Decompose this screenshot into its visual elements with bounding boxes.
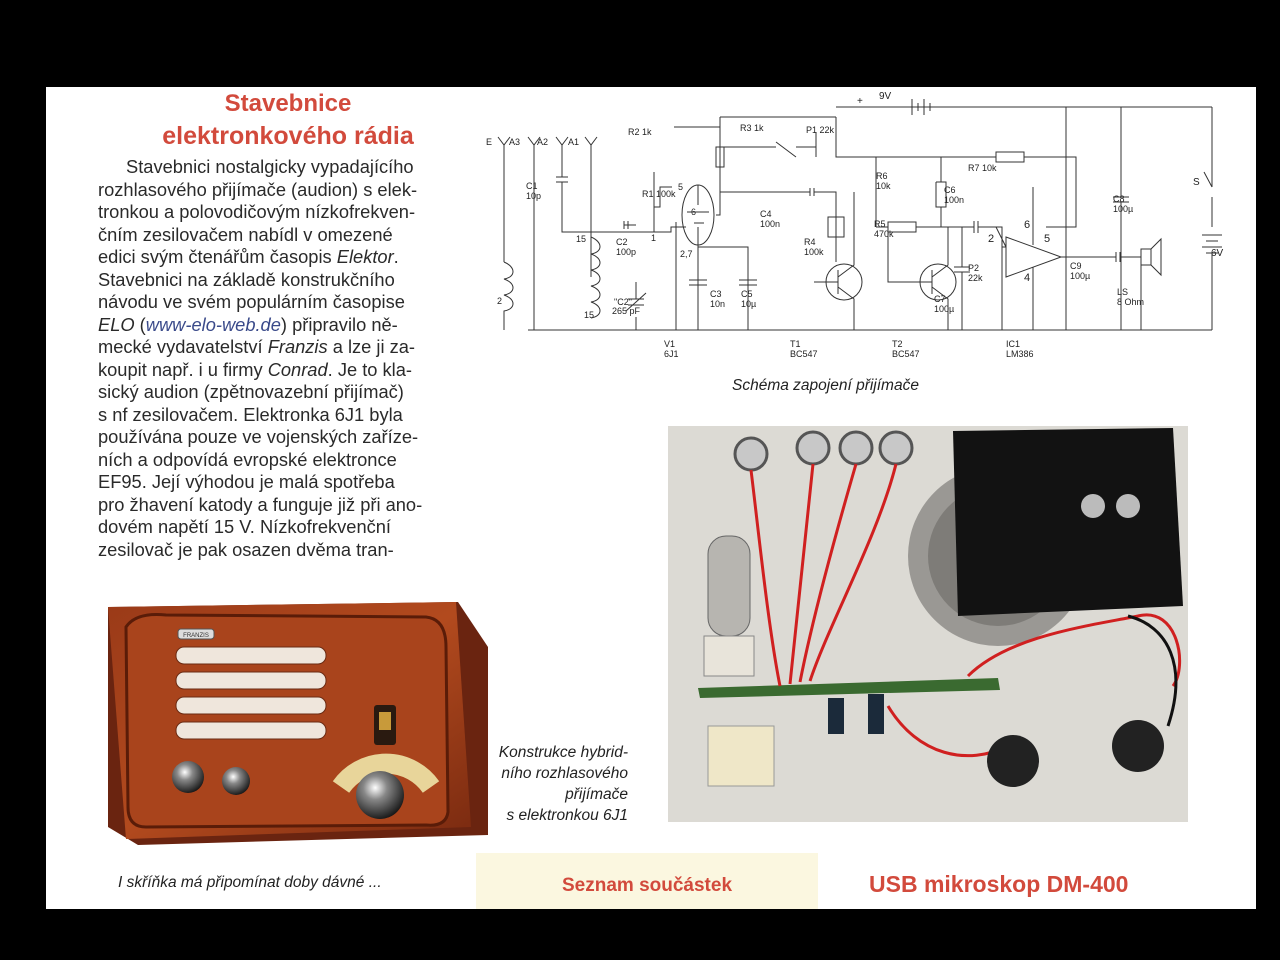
radio-caption: I skříňka má připomínat doby dávné ...	[118, 874, 382, 891]
body-line: Stavebnici nostalgicky vypadajícího	[126, 156, 414, 177]
body-line: používána pouze ve vojenských zaříze-	[98, 426, 419, 447]
parts-list-title: Seznam součástek	[561, 875, 733, 896]
parts-list-box: Seznam součástek	[476, 853, 818, 909]
body-line: zesilovač je pak osazen dvěma tran-	[98, 538, 394, 560]
build-caption: Konstrukce hybrid- ního rozhlasového při…	[498, 744, 628, 824]
body-line: edici svým čtenářům časopis Elektor.	[98, 246, 399, 267]
label-r1: R1 100k	[642, 189, 676, 199]
label-a2: A2	[537, 137, 548, 147]
label-r4: R4	[804, 237, 816, 247]
usb-microscope-title: USB mikroskop DM-400	[869, 871, 1129, 897]
label-c4: C4	[760, 209, 772, 219]
label-p2: P2	[968, 263, 979, 273]
body-line: pro žhavení katody a funguje již při ano…	[98, 493, 423, 515]
body-line: ních a odpovídá evropské elektronce	[98, 448, 397, 470]
pin-5: 5	[678, 182, 683, 192]
schematic-caption: Schéma zapojení přijímače	[732, 377, 919, 394]
body-line: mecké vydavatelství Franzis a lze ji za-	[98, 336, 415, 357]
label-c1: C1	[526, 181, 538, 191]
label-c9: C9	[1070, 261, 1082, 271]
label-c4-value: 100n	[760, 219, 780, 229]
ic-pin-2: 2	[988, 233, 994, 245]
pin-27: 2,7	[680, 249, 693, 259]
body-line: dovém napětí 15 V. Nízkofrekvenční	[98, 516, 392, 537]
label-r2: R2 1k	[628, 127, 652, 137]
body-line: rozhlasového přijímače (audion) s elek-	[98, 178, 418, 200]
label-c6-value: 100n	[944, 195, 964, 205]
body-line: ELO (www-elo-web.de) připravilo ně-	[98, 313, 398, 335]
body-line: čním zesilovačem nabídl v omezené	[98, 223, 393, 245]
body-line: EF95. Její výhodou je malá spotřeba	[98, 471, 395, 492]
label-p2-value: 22k	[968, 273, 983, 283]
label-r5-value: 470k	[874, 229, 894, 239]
label-c7-value: 100µ	[934, 304, 954, 314]
label-ic1: IC1	[1006, 339, 1020, 349]
body-line: koupit např. i u firmy Conrad. Je to kla…	[98, 358, 412, 380]
label-c5: C5	[741, 289, 753, 299]
label-ls-value: 8 Ohm	[1117, 297, 1144, 307]
label-t1: T1	[790, 339, 801, 349]
label-c3: C3	[710, 289, 722, 299]
body-line: sický audion (zpětnovazební přijímač)	[98, 381, 404, 402]
label-v1: V1	[664, 339, 675, 349]
label-c2: C2	[616, 237, 628, 247]
pin-1: 1	[651, 233, 656, 243]
body-line: s nf zesilovačem. Elektronka 6J1 byla	[98, 403, 403, 425]
label-r7: R7 10k	[968, 163, 997, 173]
label-c6: C6	[944, 185, 956, 195]
article-title-line1: Stavebnice	[224, 90, 352, 117]
label-plus: +	[857, 96, 863, 107]
body-line: Stavebnici na základě konstrukčního	[98, 268, 395, 290]
label-t2: T2	[892, 339, 903, 349]
article-body: Stavebnici nostalgicky vypadajícího rozh…	[98, 156, 444, 561]
elo-web-link[interactable]: www-elo-web.de	[145, 313, 281, 335]
article-title-line2: elektronkového rádia	[162, 122, 414, 150]
receiver-schematic: E A3 A2 A1 C1 10p R2 1k R3 1k P1 22k 9V …	[486, 91, 1224, 359]
coil-15b: 15	[584, 310, 594, 320]
label-9v: 9V	[879, 91, 892, 102]
label-c7: C7	[934, 294, 946, 304]
radio-cabinet-image: FRANZIS	[108, 602, 488, 845]
label-c2var: "C2"	[614, 297, 632, 307]
label-p1: P1 22k	[806, 125, 835, 135]
ic-pin-5: 5	[1044, 233, 1050, 245]
label-c5-value: 10µ	[741, 299, 756, 309]
body-line: návodu ve svém populárním časopise	[98, 291, 405, 312]
label-c2-value: 100p	[616, 247, 636, 257]
label-c9-value: 100µ	[1070, 271, 1090, 281]
label-ic1-value: LM386	[1006, 349, 1034, 359]
label-r4-value: 100k	[804, 247, 824, 257]
label-t1-value: BC547	[790, 349, 818, 359]
label-c8: C8	[1113, 194, 1125, 204]
label-a1: A1	[568, 137, 579, 147]
receiver-build-photo	[668, 426, 1188, 822]
label-r3: R3 1k	[740, 123, 764, 133]
label-r6-value: 10k	[876, 181, 891, 191]
label-ls: LS	[1117, 287, 1128, 297]
label-e: E	[486, 137, 492, 147]
label-v1-value: 6J1	[664, 349, 679, 359]
coil-2: 2	[497, 296, 502, 306]
label-c3-value: 10n	[710, 299, 725, 309]
ic-pin-4: 4	[1024, 272, 1030, 284]
radio-badge-text: FRANZIS	[183, 633, 209, 639]
coil-15a: 15	[576, 234, 586, 244]
label-switch: S	[1193, 177, 1200, 188]
label-r5: R5	[874, 219, 886, 229]
magazine-page: Stavebnice elektronkového rádia Stavebni…	[46, 87, 1256, 909]
label-r6: R6	[876, 171, 888, 181]
ic-pin-6: 6	[1024, 219, 1030, 231]
body-line: tronkou a polovodičovým nízkofrekven-	[98, 201, 416, 222]
label-t2-value: BC547	[892, 349, 920, 359]
label-c8-value: 100µ	[1113, 204, 1133, 214]
label-a3: A3	[509, 137, 520, 147]
